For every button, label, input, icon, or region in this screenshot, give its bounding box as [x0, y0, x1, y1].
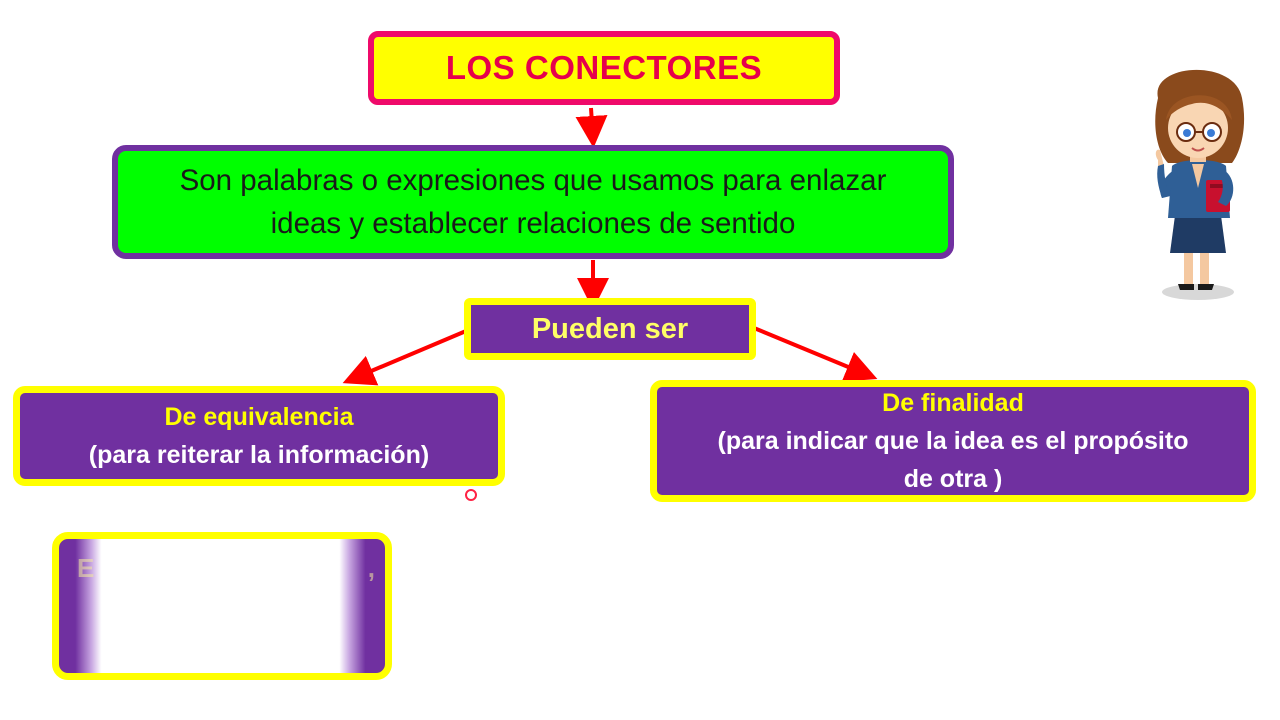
category-finalidad-description-line-2: de otra ): [903, 465, 1003, 493]
example-left-char: E: [77, 553, 95, 583]
arrow-title-to-definition: [575, 107, 608, 148]
example-row: E ,: [59, 553, 385, 584]
example-right-char: ,: [367, 553, 375, 583]
category-equivalencia-box: De equivalencia (para reiterar la inform…: [13, 386, 505, 486]
definition-line-2: ideas y establecer relaciones de sentido: [270, 207, 796, 240]
definition-box: Son palabras o expresiones que usamos pa…: [112, 145, 954, 259]
category-finalidad-title: De finalidad: [882, 389, 1024, 417]
title-text: LOS CONECTORES: [445, 49, 763, 86]
category-equivalencia-title: De equivalencia: [164, 403, 354, 431]
definition-line-1: Son palabras o expresiones que usamos pa…: [179, 164, 887, 197]
category-equivalencia-description: (para reiterar la información): [88, 441, 430, 469]
example-box-animating: E ,: [52, 532, 392, 680]
category-finalidad-description-line-1: (para indicar que la idea es el propósit…: [717, 427, 1189, 455]
branch-label-box: Pueden ser: [464, 298, 756, 360]
arrow-pueden-to-equivalencia: [342, 329, 467, 386]
arrow-pueden-to-finalidad: [753, 326, 878, 382]
category-finalidad-box: De finalidad (para indicar que la idea e…: [650, 380, 1256, 502]
branch-label-text: Pueden ser: [531, 312, 689, 345]
teacher-illustration: [1155, 69, 1245, 300]
title-box: LOS CONECTORES: [368, 31, 840, 105]
laser-pointer-dot: [465, 489, 477, 501]
